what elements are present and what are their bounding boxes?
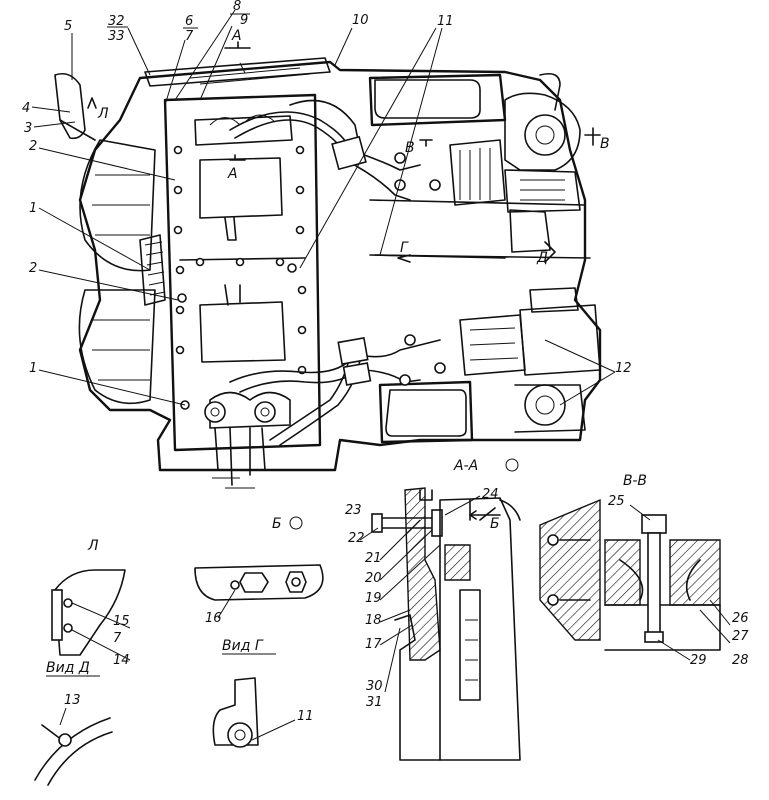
callout-2-top: 2 — [29, 139, 37, 154]
view-d-title: Вид Д — [46, 660, 90, 676]
callout-7-l: 7 — [113, 631, 122, 646]
engine-main-view — [54, 41, 602, 489]
callout-11-top: 11 — [437, 14, 454, 29]
callout-11-detail: 11 — [297, 709, 314, 724]
section-mark-b: Б — [490, 516, 500, 532]
view-mark-g: Г — [400, 240, 409, 256]
callout-9: 9 — [240, 13, 248, 28]
callout-21: 21 — [365, 551, 382, 566]
callout-6: 6 — [185, 14, 193, 29]
callout-8: 8 — [233, 0, 241, 14]
section-mark-v-left: B — [405, 140, 415, 156]
callout-10: 10 — [352, 13, 369, 28]
callout-29: 29 — [690, 653, 707, 668]
view-g-title: Вид Г — [222, 638, 264, 654]
view-l-title: Л — [87, 538, 99, 554]
callout-18: 18 — [365, 613, 382, 628]
callout-33: 33 — [108, 29, 125, 44]
callout-25: 25 — [608, 494, 625, 509]
callout-24: 24 — [482, 487, 499, 502]
callout-3: 3 — [24, 121, 32, 136]
callout-5: 5 — [64, 19, 72, 34]
callout-1-low: 1 — [29, 361, 37, 376]
callout-12: 12 — [615, 361, 632, 376]
view-mark-d: Д — [536, 250, 548, 266]
section-aa: A-A Б 23 22 21 20 19 18 17 30 31 — [345, 458, 521, 761]
callout-2-mid: 2 — [29, 261, 37, 276]
callout-17: 17 — [365, 637, 382, 652]
section-mark-a-top: A — [231, 28, 242, 44]
section-vv-title: B-B — [623, 473, 647, 489]
callout-27: 27 — [732, 629, 749, 644]
callout-16: 16 — [205, 611, 222, 626]
view-g-16: 16 Вид Г — [194, 564, 324, 655]
callout-23: 23 — [345, 503, 362, 518]
callout-20: 20 — [365, 571, 382, 586]
callout-22: 22 — [348, 531, 365, 546]
callout-14: 14 — [113, 653, 130, 668]
detail-11: 11 — [212, 677, 314, 748]
section-vv: B-B 25 26 27 28 29 — [539, 473, 749, 668]
callout-1-top: 1 — [29, 201, 37, 216]
view-b: Б — [272, 516, 303, 532]
callout-26: 26 — [732, 611, 749, 626]
section-mark-v-right: B — [600, 136, 610, 152]
callout-32: 32 — [108, 14, 125, 29]
callout-15: 15 — [113, 614, 130, 629]
callout-30: 30 — [366, 679, 383, 694]
cover-bolts — [173, 145, 307, 375]
detail-13: 13 — [34, 693, 113, 786]
callout-4: 4 — [22, 101, 30, 116]
view-b-title: Б — [272, 516, 282, 532]
section-mark-a-mid: A — [227, 166, 238, 182]
view-l: Л 15 7 14 Вид Д — [46, 538, 131, 677]
main-view-callouts: 5 4 3 2 1 2 1 32 33 6 7 8 9 10 11 12 A A… — [22, 0, 632, 406]
view-mark-l: Л — [97, 106, 109, 122]
callout-28: 28 — [732, 653, 749, 668]
callout-19: 19 — [365, 591, 382, 606]
callout-7-top: 7 — [185, 29, 194, 44]
callout-31: 31 — [366, 695, 383, 710]
section-aa-title: A-A — [453, 458, 478, 474]
callout-13: 13 — [64, 693, 81, 708]
